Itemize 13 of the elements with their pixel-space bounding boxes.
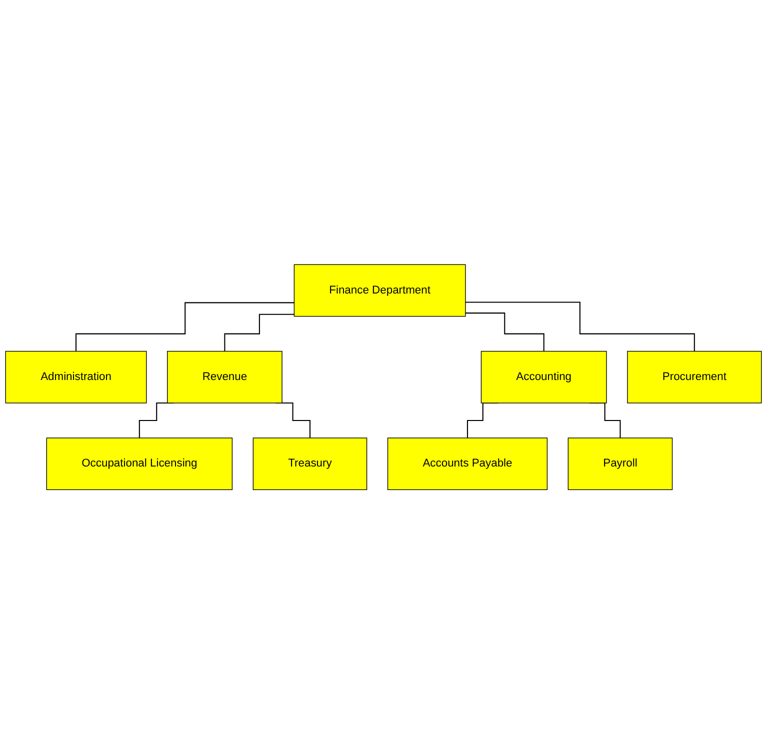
node-box: Payroll: [568, 438, 673, 490]
node-box: Procurement: [627, 351, 762, 404]
node-box: Revenue: [167, 351, 282, 404]
connector: [465, 302, 695, 352]
node-box: Accounting: [480, 351, 607, 404]
connector: [75, 302, 294, 352]
node-box: Occupational Licensing: [46, 438, 233, 490]
node-box: Finance Department: [294, 264, 466, 318]
connector: [465, 312, 544, 352]
node-box: Administration: [5, 351, 147, 404]
node-box: Accounts Payable: [387, 438, 548, 490]
connector: [224, 314, 294, 352]
node-box: Treasury: [252, 438, 368, 490]
